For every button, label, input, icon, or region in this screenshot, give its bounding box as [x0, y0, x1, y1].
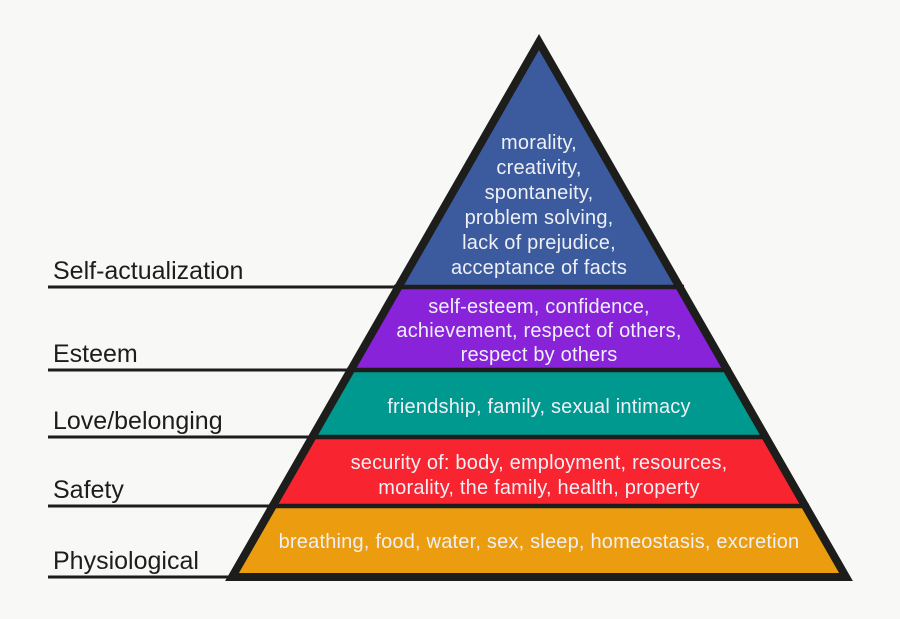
- pyramid-outline: [225, 33, 853, 581]
- level-shape-esteem: [350, 287, 728, 370]
- label-self-actualization: Self-actualization: [53, 257, 244, 285]
- level-text-line: morality, the family, health, property: [378, 477, 700, 499]
- level-text-line: security of: body, employment, resources…: [350, 452, 728, 474]
- level-text-line: achievement, respect of others,: [396, 320, 682, 342]
- level-text-physiological: breathing, food, water, sex, sleep, home…: [239, 530, 839, 554]
- label-love-belonging: Love/belonging: [53, 407, 223, 435]
- level-text-line: friendship, family, sexual intimacy: [387, 396, 691, 418]
- level-text-line: morality,: [501, 132, 577, 154]
- level-text-self-actualization: morality, creativity, spontaneity, probl…: [389, 131, 689, 281]
- level-text-line: lack of prejudice,: [462, 232, 616, 254]
- level-text-line: respect by others: [460, 344, 618, 366]
- level-text-esteem: self-esteem, confidence, achievement, re…: [339, 295, 739, 367]
- level-text-line: breathing, food, water, sex, sleep, home…: [278, 531, 800, 553]
- level-text-love-belonging: friendship, family, sexual intimacy: [319, 395, 759, 419]
- level-shape-self-actualization: [398, 42, 680, 287]
- level-text-line: creativity,: [496, 157, 582, 179]
- label-physiological: Physiological: [53, 547, 199, 575]
- level-shape-love-belonging: [312, 370, 766, 437]
- label-esteem: Esteem: [53, 340, 138, 368]
- level-shape-physiological: [232, 506, 846, 577]
- label-safety: Safety: [53, 476, 124, 504]
- level-text-line: spontaneity,: [484, 182, 594, 204]
- level-shape-safety: [272, 437, 806, 506]
- level-text-line: acceptance of facts: [450, 257, 628, 279]
- level-text-safety: security of: body, employment, resources…: [299, 451, 779, 501]
- level-text-line: self-esteem, confidence,: [428, 296, 650, 318]
- level-text-line: problem solving,: [464, 207, 614, 229]
